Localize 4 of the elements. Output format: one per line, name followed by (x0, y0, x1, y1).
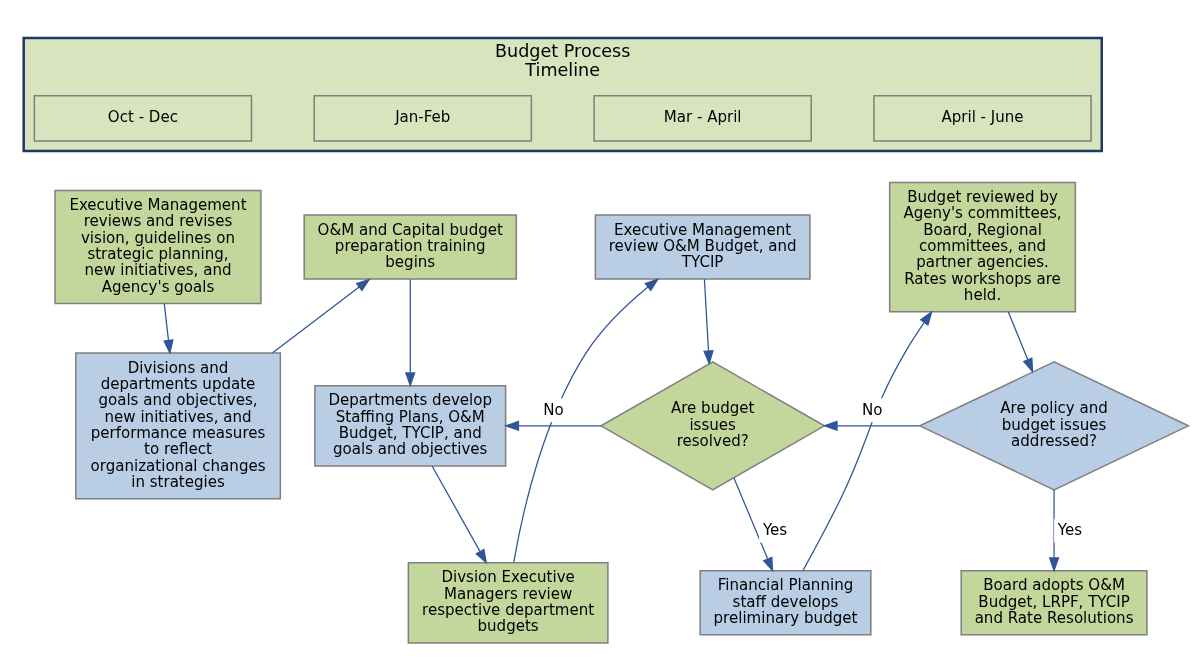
edge-label: Yes (1057, 520, 1083, 539)
edge-label: No (862, 400, 883, 419)
edge-label: Yes (762, 520, 788, 539)
edge-label: No (543, 400, 564, 419)
